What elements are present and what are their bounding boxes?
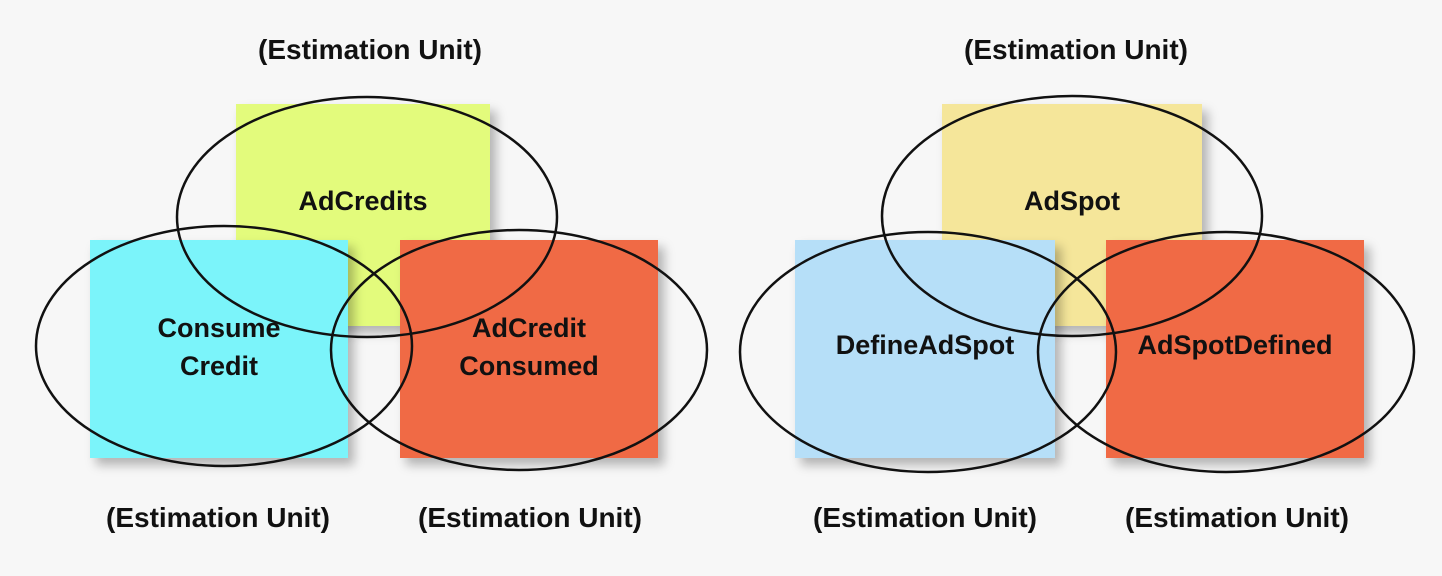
- note-adspot-defined-label: AdSpotDefined: [1137, 330, 1333, 360]
- note-define-adspot: DefineAdSpot: [795, 240, 1055, 458]
- note-define-adspot-label: DefineAdSpot: [835, 330, 1015, 360]
- note-consume-credit: Consume Credit: [90, 240, 348, 458]
- note-adspot-label: AdSpot: [1024, 186, 1120, 216]
- note-adcredits-label: AdCredits: [298, 186, 428, 216]
- caption-right-bottom-right: (Estimation Unit): [1125, 502, 1349, 533]
- caption-left-bottom-left: (Estimation Unit): [106, 502, 330, 533]
- caption-left-top: (Estimation Unit): [258, 34, 482, 65]
- caption-right-bottom-left: (Estimation Unit): [813, 502, 1037, 533]
- note-adcredit-consumed-label: AdCredit Consumed: [459, 313, 599, 381]
- caption-left-bottom-right: (Estimation Unit): [418, 502, 642, 533]
- caption-right-top: (Estimation Unit): [964, 34, 1188, 65]
- note-adcredit-consumed: AdCredit Consumed: [400, 240, 658, 458]
- note-consume-credit-label: Consume Credit: [157, 313, 281, 381]
- note-adspot-defined: AdSpotDefined: [1106, 240, 1364, 458]
